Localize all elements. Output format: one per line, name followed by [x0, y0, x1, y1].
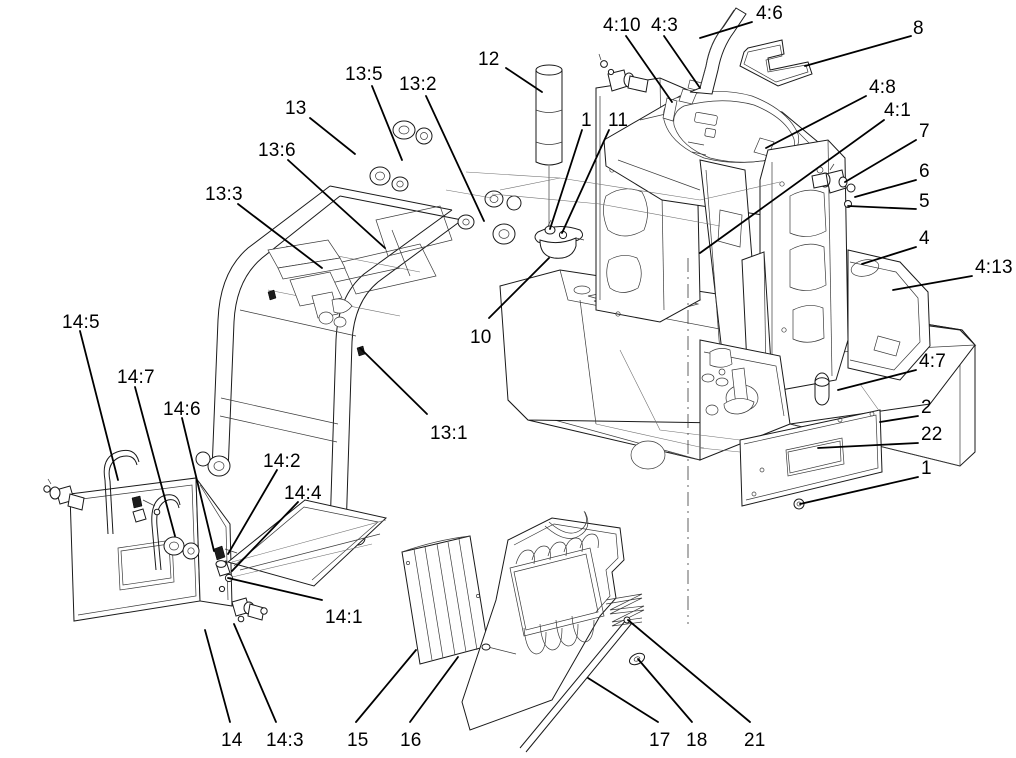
callout-14-1: 14:1	[325, 607, 363, 628]
callout-14-5: 14:5	[62, 312, 100, 333]
leader-line	[204, 629, 231, 723]
leader-line	[892, 275, 973, 291]
leader-line	[549, 129, 583, 230]
callout-11: 11	[608, 110, 629, 131]
callout-4-1: 4:1	[884, 100, 912, 121]
left-panel-14	[43, 449, 388, 623]
leader-line	[663, 35, 701, 89]
construction-lines	[227, 171, 881, 624]
callout-13-5: 13:5	[345, 64, 383, 85]
leader-line	[409, 656, 459, 723]
pin-4-7	[814, 372, 830, 406]
fitting-cluster-upper-left	[598, 53, 649, 93]
callout-14-4: 14:4	[284, 483, 322, 504]
leader-line	[587, 677, 659, 723]
leader-line	[79, 330, 119, 481]
leader-line	[844, 139, 917, 183]
leader-line	[817, 442, 919, 449]
leader-line	[231, 501, 299, 572]
callout-4-6: 4:6	[756, 3, 784, 24]
leader-line	[227, 469, 278, 555]
right-cover-panel-2	[739, 409, 883, 510]
leader-lines	[79, 21, 973, 723]
callout-4-7: 4:7	[919, 351, 947, 372]
callout-13-1: 13:1	[430, 423, 468, 444]
callout-13-3: 13:3	[205, 184, 243, 205]
leader-line	[804, 35, 912, 67]
callout-8: 8	[913, 18, 924, 39]
callout-4: 4	[919, 228, 930, 249]
leader-line	[227, 577, 323, 601]
leader-line	[425, 95, 485, 222]
callout-16: 16	[400, 730, 422, 751]
leader-line	[699, 119, 885, 254]
callout-6: 6	[919, 161, 930, 182]
leader-line	[837, 369, 917, 391]
leader-line	[627, 619, 751, 723]
callout-2: 2	[921, 397, 932, 418]
callout-13: 13	[285, 98, 307, 119]
seat-back-cushion-15	[401, 535, 489, 665]
leader-line	[637, 658, 693, 723]
callout-1: 1	[581, 110, 592, 131]
leader-line	[359, 347, 428, 415]
leader-line	[625, 35, 673, 103]
callout-14-3: 14:3	[266, 730, 304, 751]
callout-14-2: 14:2	[263, 451, 301, 472]
leader-line	[287, 159, 386, 249]
callout-5: 5	[919, 191, 930, 212]
leader-line	[237, 203, 323, 269]
callout-7: 7	[919, 121, 930, 142]
callout-10: 10	[470, 327, 492, 348]
leader-line	[561, 129, 610, 234]
leader-line	[799, 476, 919, 505]
callout-13-2: 13:2	[399, 74, 437, 95]
callout-4-3: 4:3	[651, 15, 679, 36]
leader-line	[879, 415, 919, 423]
callout-4-10: 4:10	[603, 15, 641, 36]
callout-4-13: 4:13	[975, 257, 1013, 278]
callout-12: 12	[478, 49, 500, 70]
rops-frame-13	[195, 120, 522, 546]
leader-line	[181, 417, 215, 552]
callout-15: 15	[347, 730, 369, 751]
callout-14-7: 14:7	[117, 367, 155, 388]
leader-line	[765, 95, 867, 149]
leader-line	[233, 623, 277, 723]
callout-14: 14	[221, 730, 243, 751]
callout-1: 1	[921, 458, 932, 479]
callout-13-6: 13:6	[258, 140, 296, 161]
callout-14-6: 14:6	[163, 399, 201, 420]
leader-line	[355, 649, 417, 723]
callout-21: 21	[744, 730, 766, 751]
leader-line	[309, 117, 356, 155]
leader-line	[134, 386, 176, 537]
callout-18: 18	[686, 730, 708, 751]
control-handle-4-6	[689, 7, 747, 95]
clamp-bracket-10	[534, 219, 585, 259]
leader-line	[505, 67, 543, 93]
leader-line	[854, 179, 917, 198]
fitting-cluster-right	[811, 163, 856, 208]
seat-frame-assembly	[461, 510, 646, 753]
callout-22: 22	[921, 424, 943, 445]
leader-line	[371, 85, 403, 161]
leader-line	[488, 257, 550, 319]
leader-line	[847, 205, 917, 210]
leader-line	[699, 21, 753, 39]
callout-17: 17	[649, 730, 671, 751]
callout-4-8: 4:8	[869, 77, 897, 98]
pedal-plate-8	[739, 39, 813, 87]
leader-line	[861, 246, 917, 265]
